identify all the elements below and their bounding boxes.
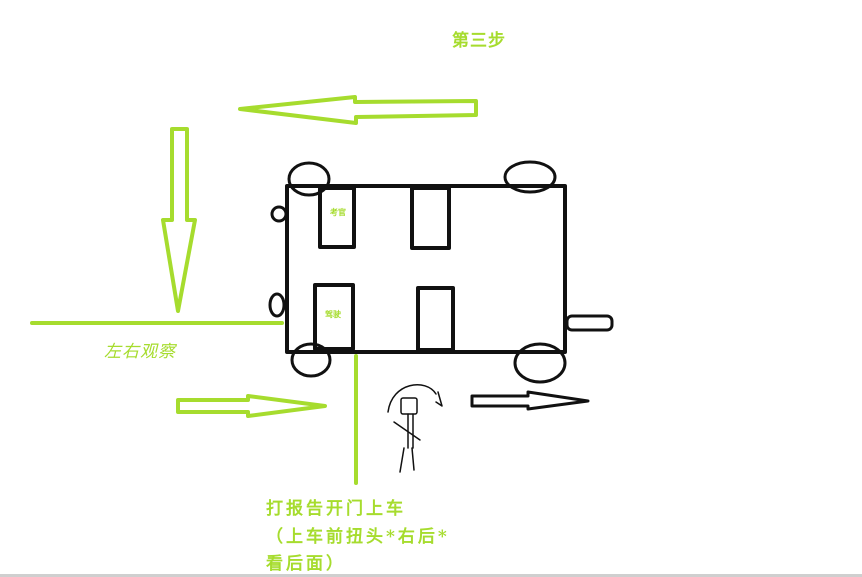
seat-rear-top [410, 186, 451, 250]
seat-front-bottom [313, 283, 355, 351]
arrow-down [161, 127, 197, 313]
arrow-right-bottom [176, 394, 327, 418]
wheel-rear-left [503, 160, 557, 194]
exhaust-pipe [565, 314, 614, 332]
bottom-rule [0, 574, 862, 577]
mirror-lower [268, 292, 286, 318]
wheel-front-left [287, 161, 331, 197]
step-instruction-line-1: 打报告开门上车 [266, 499, 406, 519]
arrow-left-top [238, 95, 478, 125]
diagram-title: 第三步 [452, 31, 506, 51]
seat-front-top [318, 186, 356, 249]
car-body [285, 184, 567, 354]
seat-driver-label: 驾驶 [325, 310, 341, 319]
mirror-upper [270, 205, 288, 223]
observe-label: 左右观察 [104, 342, 176, 362]
seat-examiner-label: 考官 [330, 208, 346, 217]
wheel-rear-right [513, 342, 567, 384]
person-figure [387, 384, 443, 473]
arrow-right-black [470, 390, 590, 411]
step-instruction-line-2: （上车前扭头*右后* [266, 527, 450, 547]
seat-rear-bottom [416, 286, 455, 352]
step-instruction-line-3: 看后面） [266, 554, 346, 574]
wheel-front-right [290, 342, 332, 378]
